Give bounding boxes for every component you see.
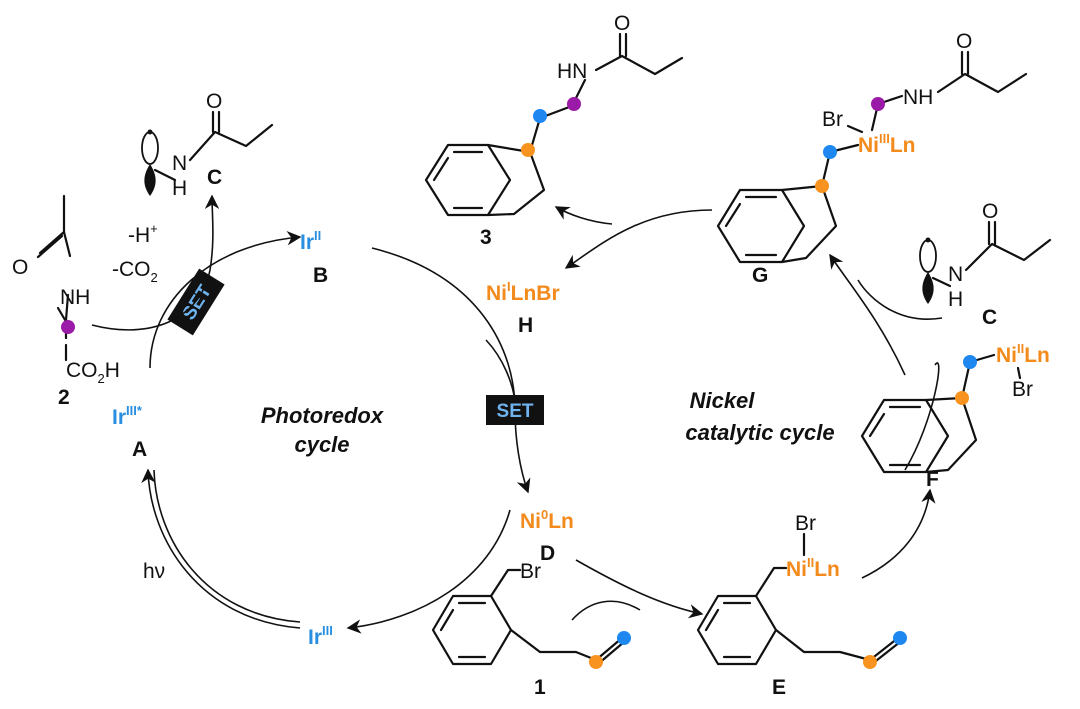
e-ni-formula: NiIILn	[786, 555, 840, 581]
arrow-1-into-e	[571, 600, 641, 621]
species-d-label: D	[540, 542, 555, 565]
radical-c-top: N H O C	[141, 90, 274, 200]
svg-text:Br: Br	[795, 512, 816, 535]
species-ir3-formula: IrIII	[308, 623, 333, 649]
svg-text:E: E	[772, 676, 786, 699]
arrow-b-to-d	[371, 247, 531, 494]
svg-text:SET: SET	[497, 401, 534, 422]
species-h-formula: NiILnBr	[486, 279, 560, 305]
radical-c-right: N H O C	[919, 200, 1052, 329]
svg-text:HN: HN	[557, 60, 587, 83]
svg-text:O: O	[956, 30, 972, 53]
svg-text:G: G	[752, 264, 768, 287]
arrow-to-ir3	[346, 509, 511, 634]
species-b-label: B	[313, 264, 328, 287]
nickel-title-2: catalytic cycle	[685, 420, 834, 445]
arrow-hv-line	[153, 469, 301, 623]
compound-1: Br 1	[431, 560, 631, 699]
decarboxylation-label: -CO2	[112, 258, 158, 285]
species-f: NiIILn Br F	[860, 341, 1050, 491]
arrow-f-to-g	[829, 253, 906, 376]
photoredox-title-1: Photoredox	[261, 403, 384, 428]
species-e: NiIILn Br E	[696, 512, 907, 699]
compound-3: HN O 3	[424, 12, 684, 249]
arrow-g-to-h	[564, 209, 713, 269]
svg-text:N: N	[948, 263, 963, 286]
set-badge-middle: SET	[486, 395, 544, 425]
svg-text:NH: NH	[60, 286, 90, 309]
g-ni-formula: NiIIILn	[858, 131, 916, 157]
species-d-formula: Ni0Ln	[520, 507, 574, 533]
svg-text:1: 1	[534, 676, 546, 699]
co2h-label: CO2H	[66, 359, 120, 386]
species-a-formula: IrIII*	[112, 403, 143, 429]
svg-text:C: C	[207, 166, 222, 189]
arrow-h-to-set	[485, 339, 515, 396]
arrow-2-to-c	[91, 194, 220, 331]
photoredox-title-2: cycle	[294, 432, 349, 457]
arrow-f-stub	[904, 362, 940, 471]
purple-dot	[61, 320, 75, 334]
svg-text:O: O	[614, 12, 630, 35]
svg-text:C: C	[982, 306, 997, 329]
svg-text:H: H	[172, 177, 187, 200]
arrow-c-into-g	[857, 279, 943, 320]
arrow-hv-up	[141, 468, 301, 629]
svg-text:Br: Br	[520, 560, 541, 583]
svg-text:Br: Br	[1012, 378, 1033, 401]
deprotonation-label: -H+	[128, 221, 158, 247]
svg-text:H: H	[948, 288, 963, 311]
nickel-title-1: Nickel	[690, 388, 756, 413]
species-g: NiIIILn Br NH O G	[716, 30, 1028, 287]
photoredox-cycle	[141, 230, 531, 634]
svg-text:3: 3	[480, 226, 492, 249]
svg-text:O: O	[982, 200, 998, 223]
svg-text:N: N	[172, 152, 187, 175]
svg-text:F: F	[926, 468, 939, 491]
f-ni-formula: NiIILn	[996, 341, 1050, 367]
compound-2: O NH CO2H 2	[12, 194, 120, 409]
species-h-label: H	[518, 314, 533, 337]
svg-text:O: O	[206, 90, 222, 113]
light-label: hν	[143, 560, 165, 583]
arrow-d-to-e	[575, 559, 704, 619]
arrow-a-to-b	[149, 230, 302, 369]
svg-text:2: 2	[58, 386, 70, 409]
arrow-e-to-f	[861, 488, 936, 579]
svg-text:O: O	[12, 256, 28, 279]
species-a-label: A	[132, 438, 147, 461]
arrow-g-to-3	[554, 206, 613, 225]
svg-text:Br: Br	[822, 108, 843, 131]
svg-text:NH: NH	[903, 86, 933, 109]
species-b-formula: IrII	[300, 228, 321, 254]
